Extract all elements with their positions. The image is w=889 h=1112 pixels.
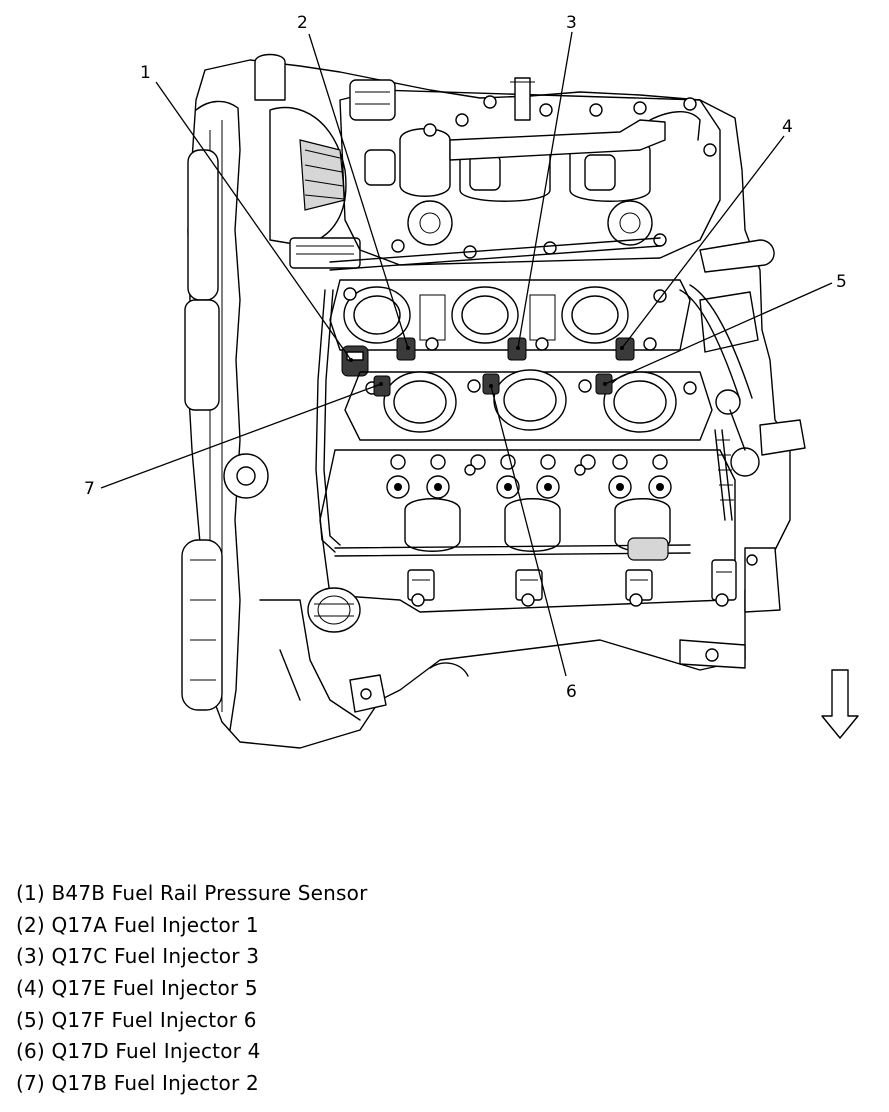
- front-bank-fuel-rail: [344, 369, 713, 441]
- head-bolts-row: [386, 454, 672, 499]
- legend-item-7: (7) Q17B Fuel Injector 2: [16, 1071, 259, 1096]
- lower-block: [259, 547, 781, 721]
- leader-2: [308, 33, 409, 349]
- callout-4: 4: [782, 117, 793, 137]
- leader-5: [604, 282, 833, 385]
- callout-3: 3: [566, 13, 577, 33]
- callout-6: 6: [566, 682, 577, 702]
- callout-5: 5: [836, 272, 847, 292]
- coolant-pipes: [679, 239, 806, 521]
- legend-item-4: (4) Q17E Fuel Injector 5: [16, 976, 258, 1001]
- leader-7: [100, 383, 382, 489]
- legend-item-2: (2) Q17A Fuel Injector 1: [16, 912, 259, 937]
- leader-lines: [100, 31, 833, 677]
- component-legend: (1) B47B Fuel Rail Pressure Sensor (2) Q…: [16, 878, 368, 1100]
- callout-numbers: 1 2 3 4 5 6 7: [84, 13, 847, 702]
- rear-bank-fuel-rail: [329, 279, 691, 377]
- oil-fill-cap: [307, 587, 361, 633]
- callout-2: 2: [297, 13, 308, 33]
- leader-1: [155, 81, 352, 361]
- leader-3: [517, 31, 573, 349]
- engine-diagram: 1 2 3 4 5 6 7: [84, 13, 859, 749]
- down-arrow-icon: [821, 669, 859, 739]
- legend-item-3: (3) Q17C Fuel Injector 3: [16, 944, 260, 969]
- legend-item-1: (1) B47B Fuel Rail Pressure Sensor: [16, 881, 368, 905]
- cylinder-head: [315, 289, 737, 613]
- leader-4: [621, 135, 785, 349]
- legend-item-6: (6) Q17D Fuel Injector 4: [16, 1039, 261, 1064]
- legend-item-5: (5) Q17F Fuel Injector 6: [16, 1007, 257, 1032]
- upper-intake-manifold: [329, 77, 721, 271]
- callout-7: 7: [84, 479, 95, 499]
- leader-6: [490, 385, 567, 677]
- callout-1: 1: [140, 63, 151, 83]
- engine-block-outline: [181, 53, 791, 749]
